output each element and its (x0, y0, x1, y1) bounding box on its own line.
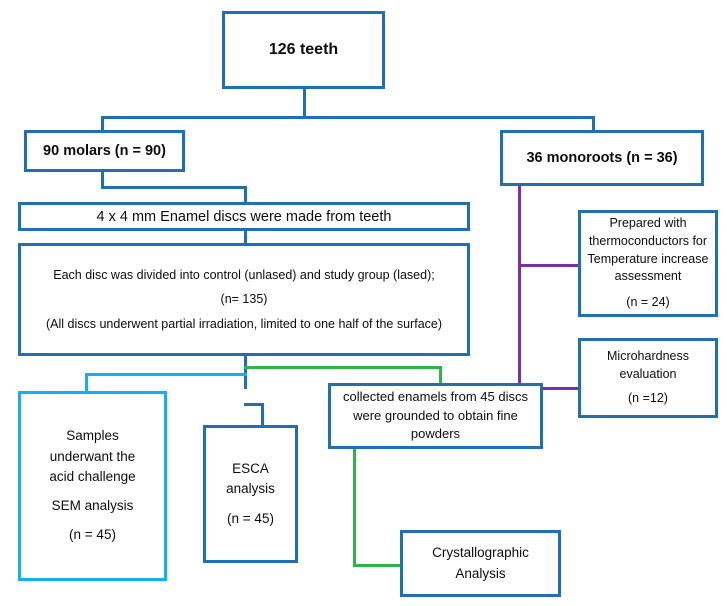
node-microhardness-line-2: (n =12) (628, 391, 668, 406)
node-thermoconductors: Prepared with thermoconductors for Tempe… (578, 210, 718, 317)
node-powders-line-0: collected enamels from 45 discs (343, 389, 528, 405)
connector-monoroots-bus (518, 186, 521, 387)
node-monoroots-line-0: 36 monoroots (n = 36) (526, 150, 678, 166)
connector-to-molars (101, 116, 104, 130)
node-crystallographic-line-0: Crystallographic (432, 545, 529, 561)
node-microhardness: Microhardness evaluation (n =12) (578, 338, 718, 418)
node-division-line-1: (n= 135) (220, 292, 268, 307)
node-thermoconductors-line-2: Temperature increase (587, 251, 709, 266)
node-crystallographic-line-1: Analysis (455, 565, 506, 581)
node-monoroots: 36 monoroots (n = 36) (500, 130, 704, 186)
node-division-line-2: (All discs underwent partial irradiation… (45, 316, 443, 331)
node-division-line-0: Each disc was divided into control (unla… (53, 267, 435, 282)
node-esca: ESCA analysis (n = 45) (203, 425, 298, 563)
connector-branch-sem-v (85, 373, 88, 391)
connector-division-down (244, 356, 247, 389)
connector-branch-powders-v (439, 366, 442, 383)
node-enamel-discs: 4 x 4 mm Enamel discs were made from tee… (18, 202, 470, 231)
node-thermoconductors-line-0: Prepared with (609, 216, 687, 231)
node-molars: 90 molars (n = 90) (24, 130, 185, 172)
node-microhardness-line-1: evaluation (619, 366, 677, 381)
node-esca-line-1: analysis (226, 481, 275, 497)
node-powders: collected enamels from 45 discs were gro… (328, 383, 543, 449)
node-division: Each disc was divided into control (unla… (18, 243, 470, 356)
connector-molars-step (101, 186, 247, 189)
connector-powders-to-crystal (353, 564, 402, 567)
node-thermoconductors-line-4: (n = 24) (626, 295, 670, 310)
connector-branch-sem-h (85, 373, 247, 376)
connector-branch-esca-h (244, 403, 264, 406)
node-root-line-0: 126 teeth (268, 41, 339, 58)
node-microhardness-line-0: Microhardness (607, 348, 689, 363)
connector-branch-powders-h (244, 366, 442, 369)
node-esca-line-0: ESCA (232, 461, 269, 477)
node-root: 126 teeth (222, 11, 385, 89)
node-thermoconductors-line-3: assessment (614, 269, 682, 284)
node-molars-line-0: 90 molars (n = 90) (43, 143, 166, 159)
node-sem-line-2: acid challenge (49, 468, 136, 484)
node-sem-line-4: (n = 45) (69, 527, 116, 543)
connector-step-to-enamel (244, 186, 247, 202)
node-sem-line-1: underwant the (49, 448, 136, 464)
connector-molars-down (101, 172, 104, 186)
node-thermoconductors-line-1: thermoconductors for (588, 233, 708, 248)
node-esca-line-2: (n = 45) (227, 510, 274, 526)
connector-to-monoroots (592, 116, 595, 130)
connector-branch-esca-v (261, 403, 264, 425)
node-enamel-discs-line-0: 4 x 4 mm Enamel discs were made from tee… (96, 208, 392, 225)
node-sem-line-3: SEM analysis (51, 498, 134, 514)
connector-root-split (101, 116, 595, 119)
node-sem: Samples underwant the acid challenge SEM… (18, 391, 167, 581)
connector-root-down (303, 89, 306, 116)
connector-enamel-to-division (244, 231, 247, 243)
connector-powders-down (353, 449, 356, 565)
node-crystallographic: Crystallographic Analysis (400, 530, 561, 597)
connector-to-microhardness (518, 387, 578, 390)
connector-to-thermoconductors (518, 264, 578, 267)
node-powders-line-1: were grounded to obtain fine (353, 407, 518, 423)
node-sem-line-0: Samples (66, 428, 119, 444)
node-powders-line-2: powders (410, 426, 461, 442)
